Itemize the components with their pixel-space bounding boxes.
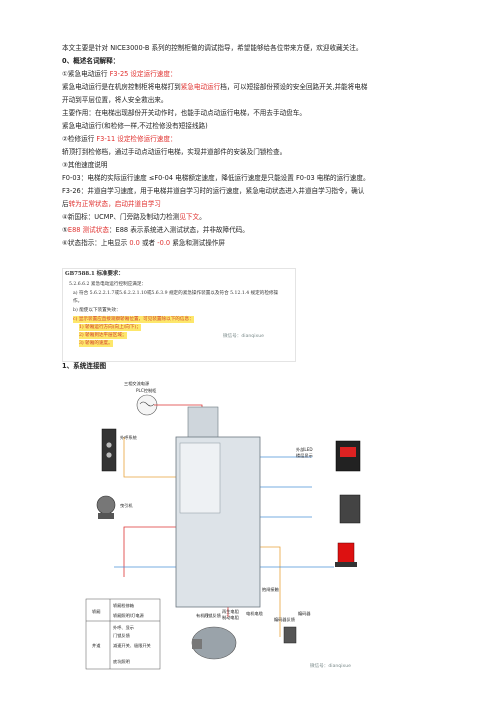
legend-row-6: 底坑照明	[113, 658, 130, 665]
legend-table: 轿厢 井道 轿厢检修箱 轿厢照明/灯电源 外呼、显示 门锁反馈 减速开关、极限开…	[85, 598, 161, 670]
excerpt-line-4: 作。	[73, 299, 83, 304]
item1-prefix: ①紧急电动运行	[62, 70, 110, 78]
item6: ⑥状态指示：上电显示 0.0 或者 -0.0 紧急和测试操作屏	[62, 239, 225, 248]
section0-title: 0、概述名词解释：	[62, 57, 120, 65]
legend-shaft-label: 井道	[92, 642, 101, 649]
item6-prefix: ⑥状态指示：上电显示	[62, 239, 130, 247]
diagram-svg: 三相交流电源 PLC控制柜	[85, 380, 361, 670]
item3-f003: F0-03：电梯的实际运行速度 ≤F0-04 电梯额定速度，降低运行速度是只能设…	[62, 174, 370, 182]
alarm-lamp-base	[335, 562, 357, 567]
item5-prefix: ⑤	[62, 226, 68, 234]
item2-prefix: ②检修运行	[62, 135, 97, 143]
item1-param: F3-25 设定运行速度：	[109, 70, 177, 78]
cabinet-plc-label: PLC控制柜	[136, 387, 156, 394]
hall-down-button-icon	[106, 452, 112, 458]
led-display-screen	[340, 447, 356, 457]
motor-shaft	[192, 639, 202, 649]
brake-label: 抱闸接触	[262, 586, 280, 593]
sine-icon	[139, 401, 155, 407]
excerpt-line-7: 1) 轿厢运行方向(向上/向下)；	[79, 324, 141, 331]
item2-heading: ②检修运行 F3-11 设定检修运行速度：	[62, 135, 177, 144]
legend-row-3: 外呼、显示	[113, 624, 134, 631]
encoder-label: 编码器	[298, 610, 311, 617]
led-label-a: 外部LED	[296, 446, 313, 453]
excerpt-line-9: 3) 轿厢的速度。	[79, 340, 113, 347]
excerpt-line-8: 2) 轿厢到达平层区域；	[79, 332, 127, 339]
item3-f326-line1: F3-26：井道自学习速度，用于电梯井道自学习时的运行速度，紧急电动状态进入井道…	[62, 187, 365, 195]
item4-red: 见下文	[179, 213, 200, 221]
item3-f326-red: 转为正常状态，启动井道自学习	[68, 200, 161, 208]
item5-suffix: ：E88 表示系统进入测试状态，并非故障代码。	[108, 226, 249, 234]
vertical-label-3: 制动电阻	[222, 614, 240, 621]
item4-prefix: ④新国标：UCMP、门旁路及制动力检测	[62, 213, 180, 221]
item6-red1: 0.0	[129, 239, 140, 247]
excerpt-watermark: 微信号：dianqixue	[223, 334, 264, 339]
alarm-lamp-icon	[337, 542, 355, 564]
section1-title: 1、系统连接图	[62, 362, 107, 370]
item2-param: F3-11 设定检修运行速度：	[96, 135, 177, 143]
excerpt-line-2: 5.2.6.6.2 紧急电动运行控制应满足：	[69, 282, 147, 287]
item5: ⑤E88 测试状态：E88 表示系统进入测试状态，并非故障代码。	[62, 226, 249, 235]
excerpt-line-3: a) 符合 5.6.2.2.1.7或5.6.2.2.1.10或5.6.3.9 规…	[73, 291, 279, 296]
power-label: 三相交流电源	[124, 380, 150, 387]
item1-desc-line1: 紧急电动运行是在机房控制柜将电梯打到紧急电动运行档，可以短接部份预设的安全回路开…	[62, 83, 367, 92]
item1-desc-red: 紧急电动运行	[180, 83, 221, 91]
intro-text: 本文主要是针对 NICE3000-B 系列的控制柜做的调试指导，希望能够给各位带…	[62, 44, 363, 52]
hall-call-box	[101, 428, 117, 472]
item3-f326-prefix: 后	[62, 200, 69, 208]
legend-row-5: 减速开关、极限开关	[113, 642, 151, 649]
item4-suffix: 。	[199, 213, 206, 221]
item1-desc-a: 紧急电动运行是在机房控制柜将电梯打到	[62, 83, 181, 91]
landing-call-label: 外呼系统	[120, 434, 137, 441]
item6-red2: -0.0	[157, 239, 171, 247]
car-feedback-label: 门锁反馈	[204, 612, 222, 619]
item6-mid: 或者	[139, 239, 158, 247]
led-label-b: 楼层显示	[296, 452, 313, 459]
excerpt-line-1: GB7588.1 标准要求：	[65, 271, 124, 277]
legend-row-2: 轿厢照明/灯电源	[113, 612, 145, 619]
legend-row-1: 轿厢检修箱	[113, 602, 134, 609]
item1-desc-line3: 主要作用：在电梯出现部份开关动作时，也能手动点动运行电梯，不用去手动盘车。	[62, 109, 306, 117]
hall-up-button-icon	[106, 442, 112, 448]
item5-red: E88 测试状态	[67, 226, 109, 234]
traction-label: 曳引机	[120, 502, 133, 509]
item6-suffix: 紧急和测试操作屏	[170, 239, 225, 247]
standard-excerpt-image: GB7588.1 标准要求： 5.2.6.6.2 紧急电动运行控制应满足： a)…	[62, 268, 296, 362]
legend-car-label: 轿厢	[92, 608, 100, 615]
system-connection-diagram: 三相交流电源 PLC控制柜	[84, 377, 410, 677]
item2-desc: 轿顶打到检修档，通过手动点动运行电梯，实现井道部件的安装及门锁检查。	[62, 148, 287, 156]
excerpt-line-5: b) 能使以下装置失效：	[73, 308, 121, 313]
item3-heading: ③其他速度说明	[62, 161, 108, 169]
legend-row-4: 门锁反馈	[113, 632, 131, 639]
item1-desc-line2: 开动到平层位置，将人安全救出来。	[62, 96, 168, 104]
encoder-icon	[283, 626, 297, 644]
traction-base	[98, 513, 114, 519]
traction-machine-icon	[96, 495, 116, 515]
item4: ④新国标：UCMP、门旁路及制动力检测见下文。	[62, 213, 206, 222]
vertical-label-5: 编码器反馈	[274, 616, 296, 623]
item3-f326-line2: 后转为正常状态，启动井道自学习	[62, 200, 161, 209]
diagram-watermark: 微信号：dianqixue	[310, 662, 351, 669]
item1-heading: ①紧急电动运行 F3-25 设定运行速度：	[62, 70, 177, 79]
vertical-label-1: 有机线	[196, 612, 209, 619]
item1-desc-b: 档，可以短接部份预设的安全回路开关,并能将电梯	[220, 83, 368, 91]
cabinet-panel	[179, 442, 221, 514]
excerpt-highlight: c) 显示装置应直接观察轿厢位置，可见装置除以下的信息：	[73, 316, 194, 323]
item1-desc-line4: 紧急电动运行(和检修一样,不过检修没有短接线路)	[62, 122, 208, 130]
car-operating-panel	[339, 494, 361, 524]
vertical-label-2: 再生电阻	[222, 608, 240, 615]
vertical-label-4: 电机电缆	[246, 610, 264, 617]
